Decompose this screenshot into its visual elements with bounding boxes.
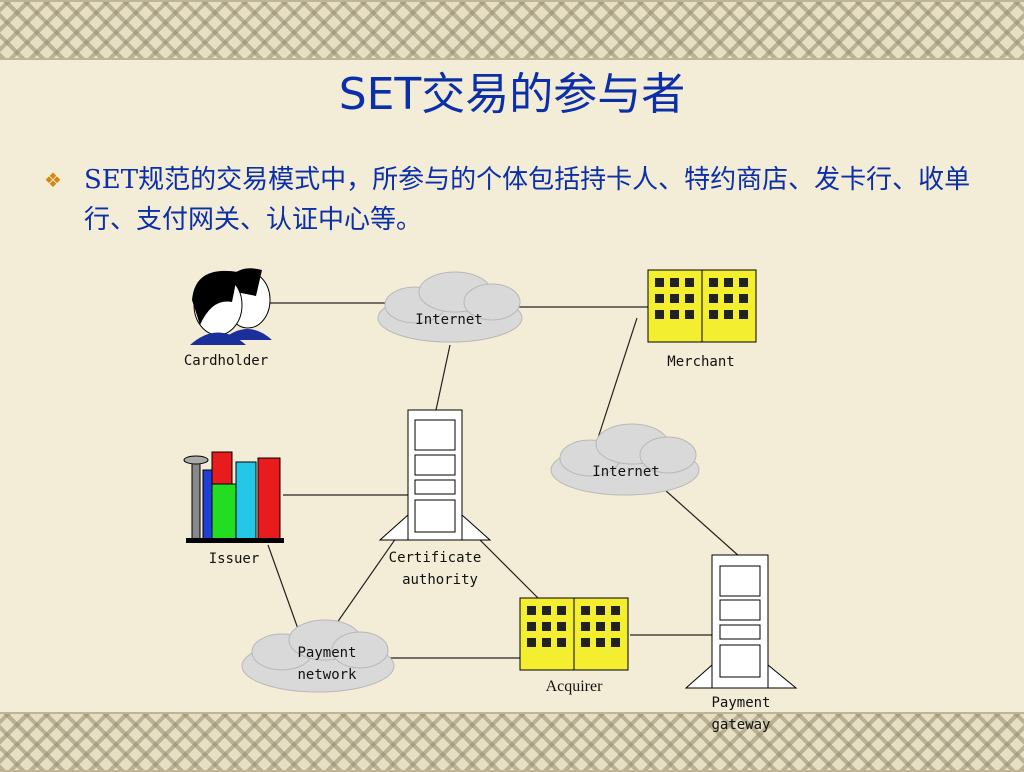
label-internet-top: Internet <box>415 312 482 328</box>
label-issuer: Issuer <box>209 551 260 567</box>
label-internet-mid: Internet <box>592 464 659 480</box>
link-merchant-internet2 <box>597 317 638 439</box>
link-internet-ca <box>435 344 451 411</box>
merchant-building-icon <box>647 269 757 343</box>
acquirer-building-icon <box>519 597 629 671</box>
cloud-payment-network <box>241 619 395 693</box>
label-payment-gateway-line1: Payment <box>711 695 770 711</box>
certificate-authority-server-icon <box>378 409 492 541</box>
bullet-text: SET规范的交易模式中，所参与的个体包括持卡人、特约商店、发卡行、收单行、支付网… <box>84 165 971 235</box>
label-merchant: Merchant <box>667 354 734 370</box>
label-payment-gateway-line2: gateway <box>711 717 770 733</box>
decorative-border-top <box>0 0 1024 60</box>
issuer-city-icon <box>183 451 284 543</box>
link-issuer-paynet <box>267 544 303 641</box>
decorative-border-bottom <box>0 712 1024 772</box>
link-internet2-gateway <box>664 489 741 558</box>
slide-title: SET交易的参与者 <box>338 69 686 120</box>
cloud-internet-mid <box>550 423 700 496</box>
cardholder-people-icon <box>190 268 272 345</box>
label-certificate-authority-line1: Certificate <box>389 550 482 566</box>
label-payment-network-line2: network <box>297 667 357 683</box>
payment-gateway-server-icon <box>684 554 798 689</box>
label-payment-network-line1: Payment <box>297 645 356 661</box>
label-acquirer: Acquirer <box>546 678 604 695</box>
label-cardholder: Cardholder <box>184 353 268 369</box>
label-certificate-authority-line2: authority <box>402 572 478 588</box>
cloud-internet-top <box>377 271 523 343</box>
bullet-diamond-icon: ❖ <box>44 168 62 192</box>
